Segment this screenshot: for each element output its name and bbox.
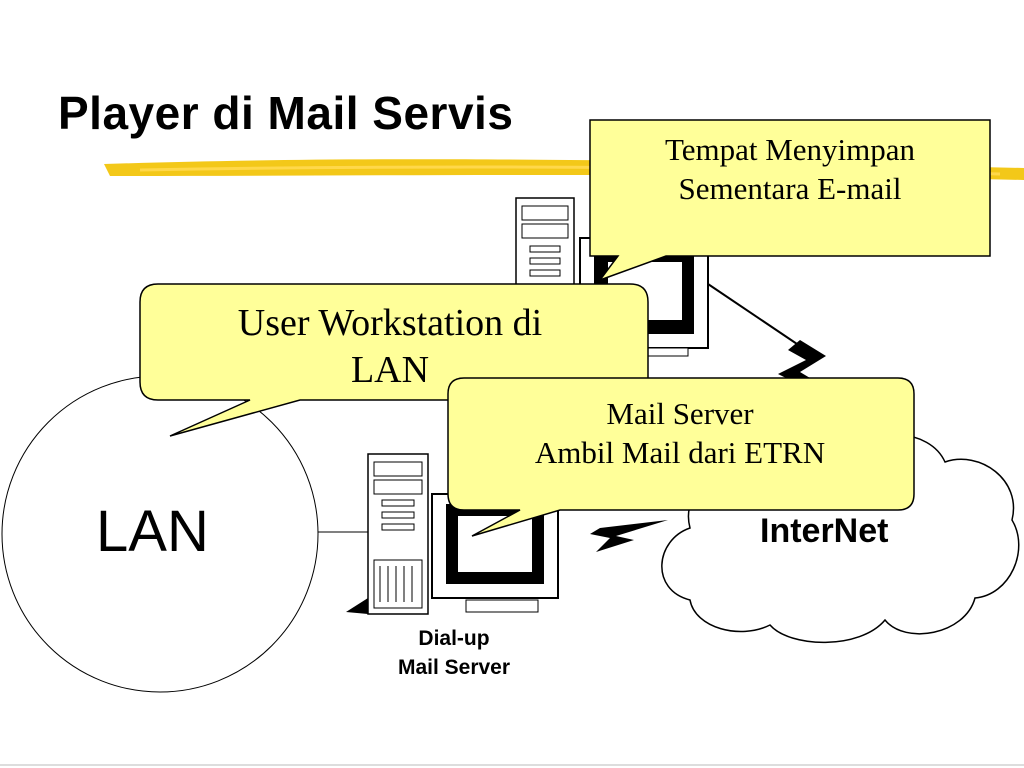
callout-user-line-2: LAN	[350, 349, 430, 391]
lightning-bolt-icon	[590, 520, 668, 552]
slide-title: Player di Mail Servis	[58, 87, 514, 139]
callout-user-line-1: User Workstation di	[237, 302, 543, 344]
callout-mail-text: Mail Server Ambil Mail dari ETRN	[448, 394, 912, 472]
callout-user-text: User Workstation di LAN	[140, 300, 640, 394]
dialup-label-line-1: Dial-up	[418, 627, 490, 650]
callout-tempat-line-1: Tempat Menyimpan	[664, 132, 916, 167]
callout-tempat-line-2: Sementara E-mail	[678, 171, 902, 206]
callout-tempat	[589, 119, 991, 282]
callout-mail-line-2: Ambil Mail dari ETRN	[534, 435, 826, 470]
dialup-server-icon	[346, 453, 559, 615]
lan-label: LAN	[96, 499, 209, 564]
dialup-server-label: Dial-up Mail Server	[374, 624, 534, 682]
internet-label: InterNet	[760, 512, 889, 550]
callout-tempat-text: Tempat Menyimpan Sementara E-mail	[592, 130, 988, 208]
callout-mail-line-1: Mail Server	[606, 396, 754, 431]
dialup-label-line-2: Mail Server	[397, 656, 511, 679]
callout-mail	[447, 377, 915, 537]
server-internet-link	[707, 283, 801, 347]
